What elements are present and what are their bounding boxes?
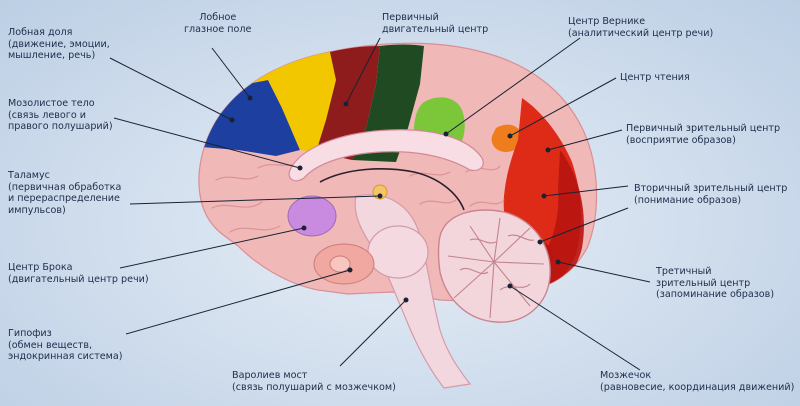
- label-pons: Варолиев мост (связь полушарий с мозжечк…: [232, 370, 396, 393]
- leader-pituitary: [125, 267, 353, 335]
- leader-secondary-visual: [541, 185, 629, 199]
- leader-primary-visual: [545, 129, 623, 153]
- reading-center-region: [491, 124, 523, 152]
- leader-frontal-lobe: [109, 57, 235, 123]
- pituitary-gland: [329, 255, 351, 273]
- corpus-callosum: [288, 129, 484, 182]
- leader-frontal-eye: [211, 47, 253, 101]
- label-frontal-eye-field: Лобное глазное поле: [184, 12, 252, 35]
- label-primary-motor: Первичный двигательный центр: [382, 12, 489, 35]
- label-tertiary-visual: Третичный зрительный центр (запоминание …: [656, 266, 775, 300]
- leader-secondary-visual-2: [537, 207, 629, 245]
- leader-reading: [507, 77, 617, 139]
- leader-pons: [339, 297, 409, 367]
- leader-cerebellum: [507, 283, 641, 371]
- label-reading-center: Центр чтения: [620, 72, 690, 83]
- pons: [367, 225, 429, 279]
- leader-broca: [119, 225, 307, 269]
- thalamus: [287, 195, 337, 237]
- leader-thalamus: [129, 193, 383, 205]
- label-broca: Центр Брока (двигательный центр речи): [8, 262, 149, 285]
- leader-tertiary-visual: [555, 259, 651, 283]
- label-secondary-visual: Вторичный зрительный центр (понимание об…: [634, 183, 788, 206]
- leader-corpus-callosum: [113, 117, 303, 171]
- label-wernicke: Центр Вернике (аналитический центр речи): [568, 16, 714, 39]
- leader-lines: [109, 37, 651, 371]
- leader-wernicke: [443, 37, 581, 137]
- label-cerebellum: Мозжечок (равновесие, координация движен…: [600, 370, 795, 393]
- leader-primary-motor: [343, 37, 381, 107]
- pineal-nucleus: [372, 184, 388, 200]
- label-thalamus: Таламус (первичная обработка и перераспр…: [8, 170, 122, 216]
- label-corpus-callosum: Мозолистое тело (связь левого и правого …: [8, 98, 113, 132]
- cerebellum-folia: [447, 217, 545, 319]
- fornix: [319, 168, 465, 211]
- label-pituitary: Гипофиз (обмен веществ, эндокринная сист…: [8, 328, 123, 362]
- label-primary-visual: Первичный зрительный центр (восприятие о…: [626, 123, 781, 146]
- label-frontal-lobe: Лобная доля (движение, эмоции, мышление,…: [8, 27, 110, 61]
